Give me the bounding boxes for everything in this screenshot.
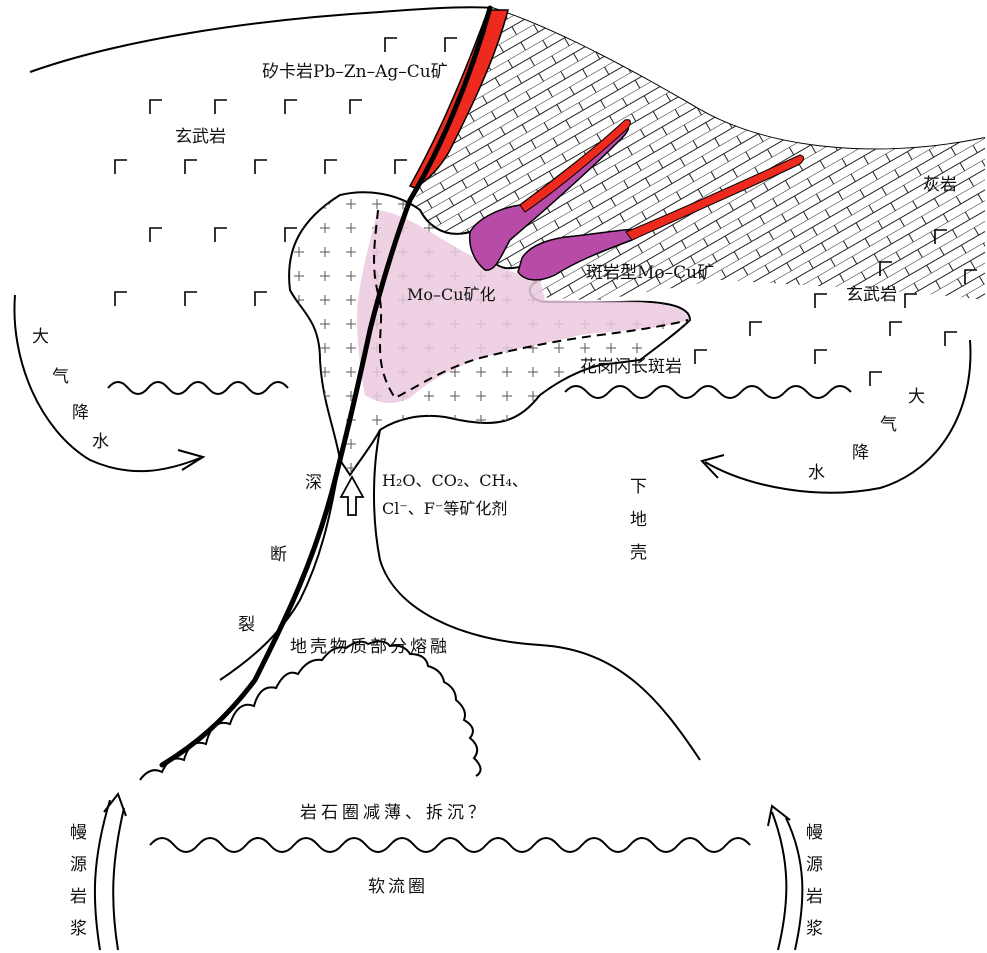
- basalt-corner-icon: [750, 322, 762, 336]
- porphyry-mo-cu-label: 斑岩型Mo–Cu矿: [586, 263, 714, 283]
- basalt-corner-icon: [150, 100, 162, 114]
- basalt-corner-icon: [350, 100, 362, 114]
- vertical-label-meteoric-right: 大: [908, 387, 925, 407]
- granodiorite-porphyry-label: 花岗闪长斑岩: [580, 357, 682, 377]
- basalt-corner-icon: [325, 160, 337, 174]
- vertical-label-mantle-magma-left: 源: [70, 855, 87, 875]
- meteoric-arrow-right: [705, 340, 970, 493]
- mantle-arrow-right-inner: [786, 818, 802, 950]
- basalt-corner-icon: [150, 228, 162, 242]
- basalt-corner-icon: [870, 372, 882, 386]
- basalt-corner-icon: [905, 294, 917, 308]
- vertical-label-deep-fault: 裂: [238, 615, 255, 635]
- vertical-label-meteoric-right: 气: [880, 415, 897, 435]
- fluid-up-arrow: [341, 477, 363, 515]
- mantle-arrow-left-outer: [95, 800, 110, 950]
- basalt-right-label: 玄武岩: [846, 285, 897, 305]
- wavy-line-left-upper: [108, 382, 288, 394]
- basalt-corner-icon: [445, 38, 457, 52]
- vertical-label-mantle-magma-left: 幔: [70, 823, 87, 843]
- vertical-label-mantle-magma-right: 幔: [806, 823, 823, 843]
- basalt-corner-icon: [285, 100, 297, 114]
- limestone-label: 灰岩: [923, 175, 957, 195]
- basalt-corner-icon: [255, 292, 267, 306]
- basalt-corner-icon: [115, 292, 127, 306]
- basalt-corner-icon: [695, 350, 707, 364]
- lithosphere-thinning-label: 岩石圈减薄、拆沉？: [300, 803, 489, 823]
- mantle-arrow-right-head: [768, 806, 790, 826]
- basalt-left-label: 玄武岩: [175, 127, 226, 147]
- vertical-label-lower-crust: 壳: [630, 543, 647, 563]
- vertical-label-meteoric-left: 降: [72, 403, 89, 423]
- meteoric-arrow-left-head: [178, 450, 203, 470]
- vertical-label-meteoric-left: 大: [32, 327, 49, 347]
- vertical-label-mantle-magma-right: 岩: [806, 887, 823, 907]
- mantle-arrow-left-inner: [113, 808, 124, 950]
- basalt-corner-icon: [185, 292, 197, 306]
- basalt-corner-icon: [395, 160, 407, 174]
- basalt-corner-icon: [285, 228, 297, 242]
- vertical-label-mantle-magma-left: 浆: [70, 919, 87, 939]
- wavy-dome-upper: [140, 641, 481, 780]
- vertical-label-mantle-magma-left: 岩: [70, 887, 87, 907]
- fluids-label-line2: Cl⁻、F⁻等矿化剂: [382, 499, 507, 518]
- vertical-label-meteoric-right: 水: [808, 463, 825, 483]
- vertical-label-mantle-magma-right: 源: [806, 855, 823, 875]
- basalt-corner-icon: [945, 332, 957, 346]
- basalt-corner-icon: [255, 160, 267, 174]
- wavy-line-right-upper: [565, 386, 851, 398]
- vertical-label-mantle-magma-right: 浆: [806, 919, 823, 939]
- mo-cu-mineralization-label: Mo–Cu矿化: [407, 285, 496, 304]
- vertical-label-lower-crust: 地: [630, 510, 647, 530]
- asthenosphere-label: 软流圈: [368, 877, 428, 897]
- vertical-label-deep-fault: 深: [305, 473, 322, 493]
- basalt-corner-icon: [185, 160, 197, 174]
- basalt-corner-icon: [385, 38, 397, 52]
- wavy-line-lower: [150, 838, 750, 852]
- skarn-ore-label: 矽卡岩Pb–Zn–Ag–Cu矿: [262, 62, 448, 82]
- vertical-label-lower-crust: 下: [630, 477, 647, 497]
- basalt-corner-icon: [215, 100, 227, 114]
- mantle-arrow-right-outer: [772, 812, 786, 950]
- vertical-label-meteoric-left: 气: [52, 367, 69, 387]
- vertical-label-meteoric-left: 水: [92, 432, 109, 452]
- vertical-label-meteoric-right: 降: [852, 443, 869, 463]
- basalt-corner-icon: [115, 160, 127, 174]
- basalt-corner-icon: [890, 322, 902, 336]
- basalt-corner-icon: [815, 350, 827, 364]
- basalt-corner-icon: [815, 294, 827, 308]
- crust-partial-melting-label: 地壳物质部分熔融: [290, 637, 450, 657]
- fluids-label-line1: H₂O、CO₂、CH₄、: [382, 471, 528, 490]
- basalt-corner-icon: [215, 228, 227, 242]
- vertical-label-deep-fault: 断: [270, 545, 287, 565]
